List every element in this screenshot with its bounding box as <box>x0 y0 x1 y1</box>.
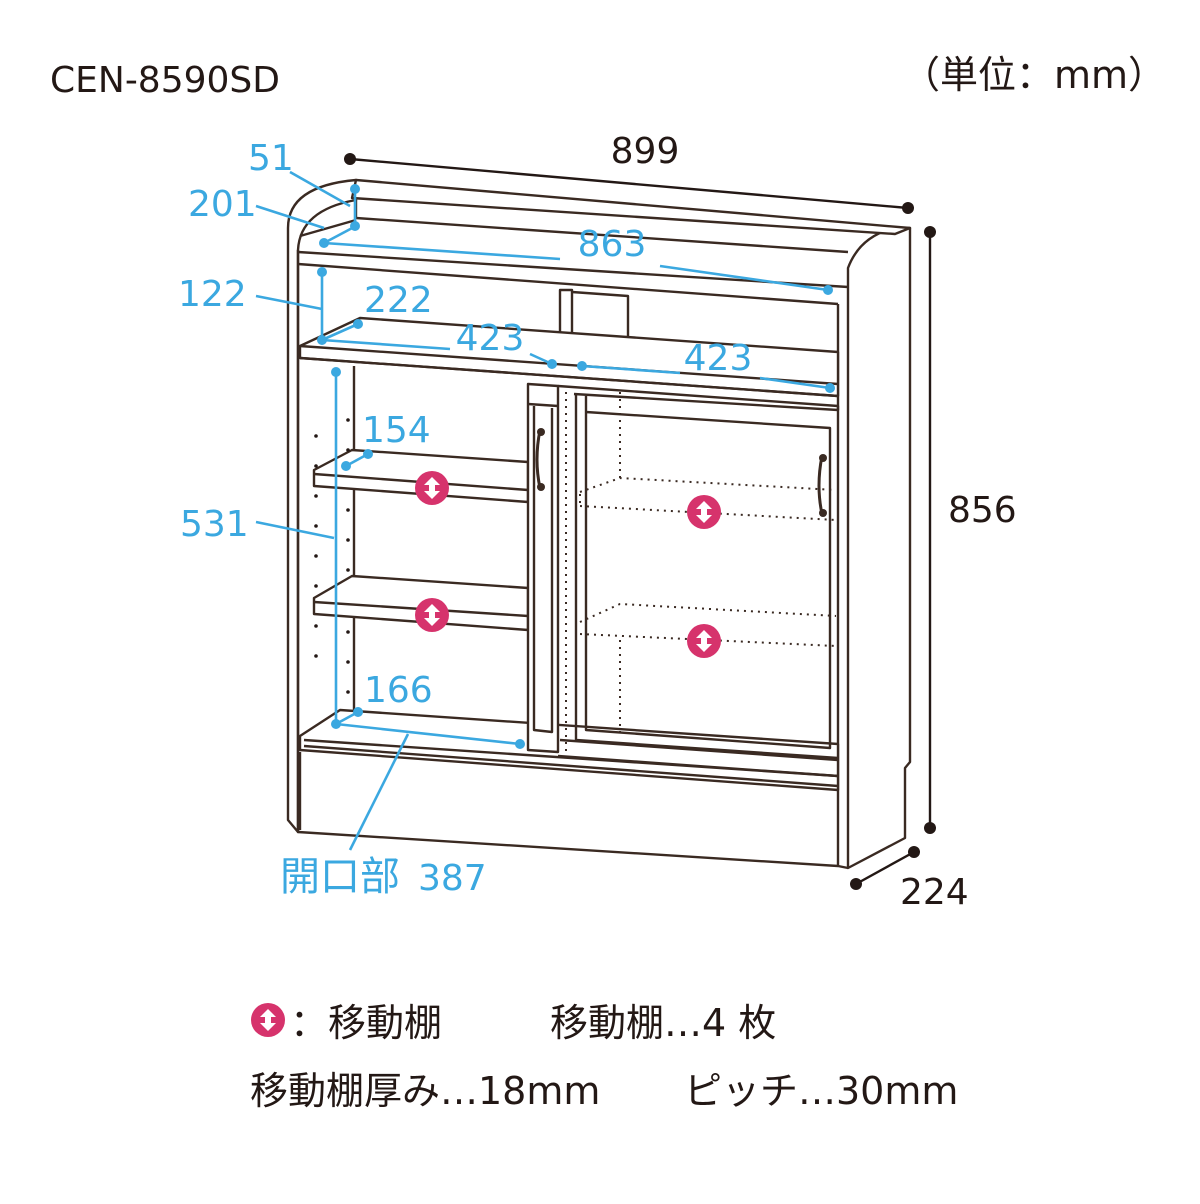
label-shelf-depth: 154 <box>362 410 431 451</box>
detail-dimension-lines <box>255 170 835 851</box>
legend-movable-shelf: ：移動棚 <box>290 1001 442 1045</box>
legend-shelf-count: 移動棚…4 枚 <box>550 1001 776 1045</box>
label-top-height: 51 <box>248 138 294 179</box>
movable-shelf-marker <box>415 598 449 632</box>
label-shelf-height: 531 <box>180 504 249 545</box>
label-top-inner-width: 863 <box>578 224 647 265</box>
unit-note: （単位：mm） <box>902 53 1166 97</box>
movable-shelf-marker <box>687 495 721 529</box>
right-side-panel <box>846 226 912 870</box>
label-opening-name: 開口部 <box>280 854 400 900</box>
legend-pitch: ピッチ…30mm <box>684 1069 958 1113</box>
model-number: CEN-8590SD <box>50 60 280 101</box>
label-top-depth: 201 <box>188 184 257 225</box>
sliding-door-right <box>557 384 840 412</box>
label-upper-depth: 222 <box>364 280 433 321</box>
cabinet-outline <box>286 178 912 870</box>
door-handle-right <box>817 454 827 517</box>
movable-shelf-marker <box>687 624 721 658</box>
middle-board <box>298 316 840 398</box>
label-depth-total: 224 <box>900 872 969 913</box>
door-handle-left <box>535 428 545 491</box>
glass-shelves-dotted <box>565 392 837 756</box>
shelf-pin-holes <box>314 418 350 694</box>
legend-movable-shelf-icon <box>251 1003 285 1037</box>
label-width-total: 899 <box>611 131 680 172</box>
bottom-board <box>298 708 840 792</box>
label-upper-left-width: 423 <box>456 318 525 359</box>
sliding-door-left <box>526 382 560 754</box>
label-bottom-depth: 166 <box>364 670 433 711</box>
movable-shelf-marker <box>415 471 449 505</box>
label-height-total: 856 <box>948 490 1017 531</box>
front-left-edge <box>296 250 849 870</box>
label-upper-height: 122 <box>178 274 247 315</box>
legend-shelf-thickness: 移動棚厚み…18mm <box>250 1069 600 1113</box>
overall-dimension-lines <box>344 153 936 890</box>
label-opening-value: 387 <box>418 858 487 899</box>
label-upper-right-width: 423 <box>684 338 753 379</box>
